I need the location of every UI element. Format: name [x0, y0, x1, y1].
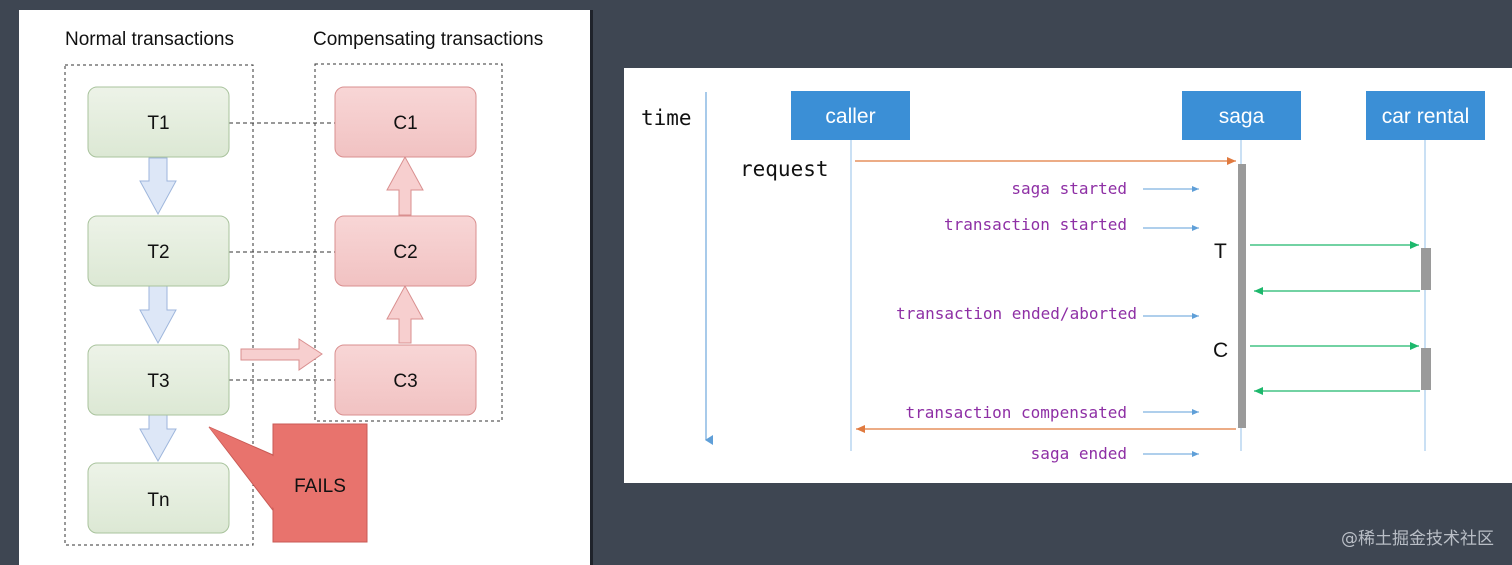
participant-label: caller — [825, 105, 875, 128]
compensating-transactions-title: Compensating transactions — [313, 29, 543, 50]
event-saga-started: saga started — [1011, 179, 1127, 198]
transaction-label: T1 — [147, 113, 169, 134]
t2-to-t3-arrow — [139, 285, 177, 345]
participant-saga: saga — [1182, 91, 1301, 140]
normal-transactions-group — [64, 64, 254, 546]
transaction-marker: T — [1214, 240, 1227, 263]
compensating-box-c2: C2 — [334, 215, 477, 287]
transaction-label: Tn — [147, 490, 169, 511]
panel-divider — [590, 10, 593, 565]
right-panel: time caller saga car rental request saga… — [624, 68, 1512, 483]
compensation-marker: C — [1213, 339, 1228, 362]
transaction-box-tn: Tn — [87, 462, 230, 534]
car-rental-activation-c — [1421, 348, 1431, 390]
participant-label: car rental — [1382, 105, 1470, 128]
c2-to-c1-arrow — [386, 155, 424, 216]
participant-caller: caller — [791, 91, 910, 140]
transaction-label: T2 — [147, 242, 169, 263]
t1-to-t2-arrow — [139, 157, 177, 216]
watermark: @稀土掘金技术社区 — [1341, 529, 1494, 549]
request-label: request — [740, 157, 829, 181]
transaction-box-t3: T3 — [87, 344, 230, 416]
car-rental-activation-t — [1421, 248, 1431, 290]
fails-label: FAILS — [294, 476, 346, 497]
compensating-transactions-group — [314, 63, 503, 422]
compensating-box-c3: C3 — [334, 344, 477, 416]
saga-activation — [1238, 164, 1246, 428]
transaction-box-t2: T2 — [87, 215, 230, 287]
compensation-label: C2 — [393, 242, 417, 263]
saga-sequence-diagram: time caller saga car rental request saga… — [641, 91, 1485, 463]
compensation-label: C1 — [393, 113, 417, 134]
time-axis-label: time — [641, 106, 692, 130]
compensation-label: C3 — [393, 371, 417, 392]
event-saga-ended: saga ended — [1031, 444, 1127, 463]
event-transaction-started: transaction started — [944, 215, 1127, 234]
normal-transactions-title: Normal transactions — [65, 29, 234, 50]
participant-car-rental: car rental — [1366, 91, 1485, 140]
t3-to-c3-arrow — [240, 338, 323, 371]
left-panel: Normal transactions Compensating transac… — [19, 10, 590, 565]
compensating-box-c1: C1 — [334, 86, 477, 158]
c3-to-c2-arrow — [386, 284, 424, 344]
t3-to-tn-arrow — [139, 414, 177, 463]
fails-callout: FAILS — [208, 423, 368, 543]
transaction-label: T3 — [147, 371, 169, 392]
event-transaction-compensated: transaction compensated — [905, 403, 1127, 422]
transaction-box-t1: T1 — [87, 86, 230, 158]
saga-compensation-diagram: Normal transactions Compensating transac… — [64, 29, 543, 546]
participant-label: saga — [1219, 105, 1265, 128]
event-transaction-ended-aborted: transaction ended/aborted — [896, 304, 1137, 323]
